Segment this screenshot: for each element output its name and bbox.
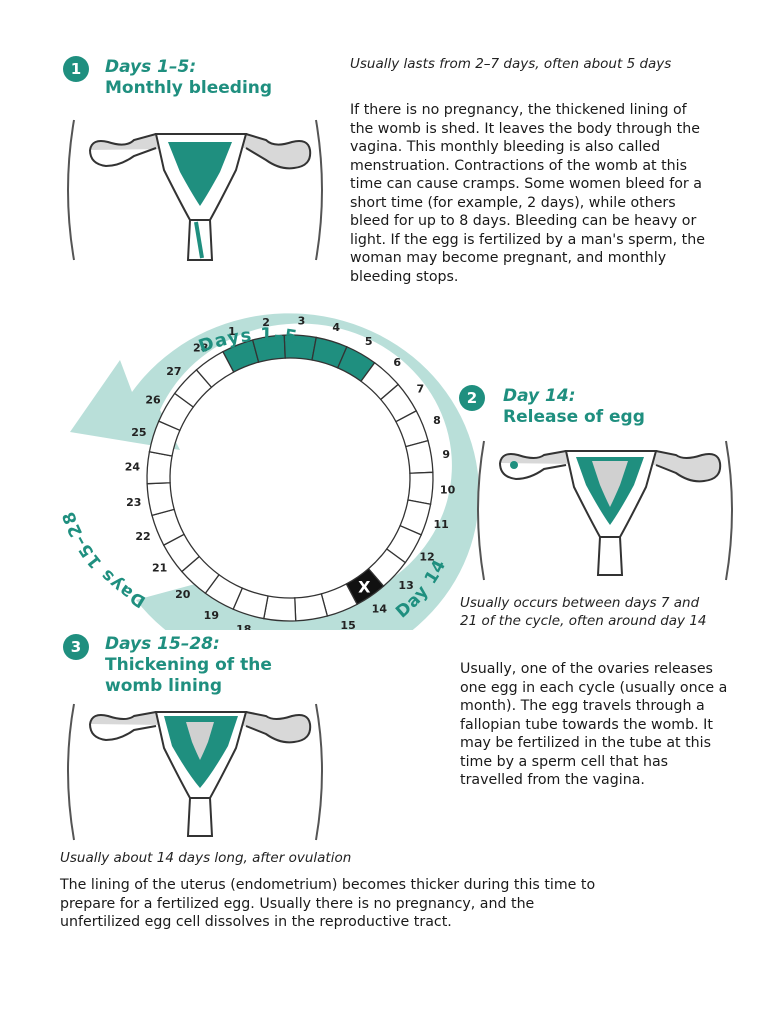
step-2-days: Day 14:: [503, 386, 576, 406]
cycle-day-numbers: 1234567891011121314151617181920212223242…: [125, 314, 456, 630]
cycle-day-number-16: 16: [306, 628, 322, 630]
step-1-badge: 1: [63, 56, 89, 82]
step-3-heading: Days 15–28: Thickening of the womb linin…: [105, 634, 315, 697]
cycle-arrow-band: [70, 313, 480, 630]
cycle-day-number-4: 4: [332, 321, 340, 334]
step-2-heading: Day 14: Release of egg: [503, 386, 703, 428]
cycle-day-number-2: 2: [262, 316, 270, 329]
step-3-title: Thickening of the womb lining: [105, 655, 272, 696]
step-1-title: Monthly bleeding: [105, 78, 273, 98]
step-1-days: Days 1–5:: [105, 57, 197, 77]
cycle-day-cells: X: [146, 334, 434, 622]
cycle-day-number-19: 19: [204, 609, 219, 622]
cycle-day-number-9: 9: [442, 448, 450, 461]
cycle-day-number-26: 26: [145, 393, 161, 406]
arc-label-days-15-28: Days 15–28: [59, 508, 150, 611]
step-3-text: The lining of the uterus (endometrium) b…: [60, 877, 596, 930]
step-2-badge: 2: [459, 385, 485, 411]
cycle-day-number-11: 11: [433, 518, 448, 531]
menstrual-cycle-diagram: X 12345678910111213141516171819202122232…: [59, 313, 480, 630]
cycle-day-number-23: 23: [126, 496, 141, 509]
cycle-day-number-15: 15: [340, 619, 355, 630]
cycle-day-cell-17: [263, 595, 297, 622]
cycle-day-number-3: 3: [298, 314, 306, 327]
cycle-day-number-24: 24: [125, 461, 141, 474]
cycle-day-number-14: 14: [372, 602, 388, 615]
cycle-day-cell-24: [146, 451, 173, 485]
cycle-day-cell-28: [195, 350, 235, 389]
step-2-title: Release of egg: [503, 407, 645, 427]
step-1-note: Usually lasts from 2–7 days, often about…: [350, 56, 672, 72]
cycle-day-cell-9: [405, 439, 434, 474]
uterus-illustration-ovulation: [477, 440, 733, 581]
cycle-day-number-27: 27: [166, 365, 181, 378]
step-1-heading: Days 1–5: Monthly bleeding: [105, 57, 335, 99]
cycle-day-number-10: 10: [440, 483, 456, 496]
step-3-badge: 3: [63, 634, 89, 660]
uterus-illustration-bleeding: [67, 119, 323, 261]
cycle-day-number-22: 22: [135, 530, 150, 543]
cycle-day-number-25: 25: [131, 426, 146, 439]
cycle-day-cell-10: [407, 471, 434, 505]
cycle-day-cell-23: [146, 482, 175, 517]
cycle-day-number-18: 18: [236, 623, 251, 630]
ovulation-mark: X: [358, 577, 371, 596]
cycle-day-number-1: 1: [228, 325, 236, 338]
cycle-day-number-13: 13: [398, 579, 413, 592]
cycle-day-number-28: 28: [193, 342, 208, 355]
step-3-days: Days 15–28:: [105, 634, 220, 654]
egg-icon: [510, 461, 518, 469]
cycle-day-number-12: 12: [419, 551, 434, 564]
cycle-day-number-8: 8: [433, 414, 441, 427]
uterus-illustration-thickening: [67, 703, 323, 841]
cycle-day-cell-16: [294, 593, 329, 622]
step-1-text: If there is no pregnancy, the thickened …: [350, 102, 705, 285]
cycle-day-number-21: 21: [152, 561, 167, 574]
step-2-note: Usually occurs between days 7 and 21 of …: [460, 595, 707, 629]
step-3-note: Usually about 14 days long, after ovulat…: [60, 850, 352, 866]
cycle-day-number-6: 6: [393, 356, 401, 369]
cycle-day-number-7: 7: [416, 383, 424, 396]
cycle-day-number-20: 20: [175, 588, 191, 601]
cycle-day-number-5: 5: [365, 335, 373, 348]
step-2-text: Usually, one of the ovaries releases one…: [460, 661, 728, 788]
